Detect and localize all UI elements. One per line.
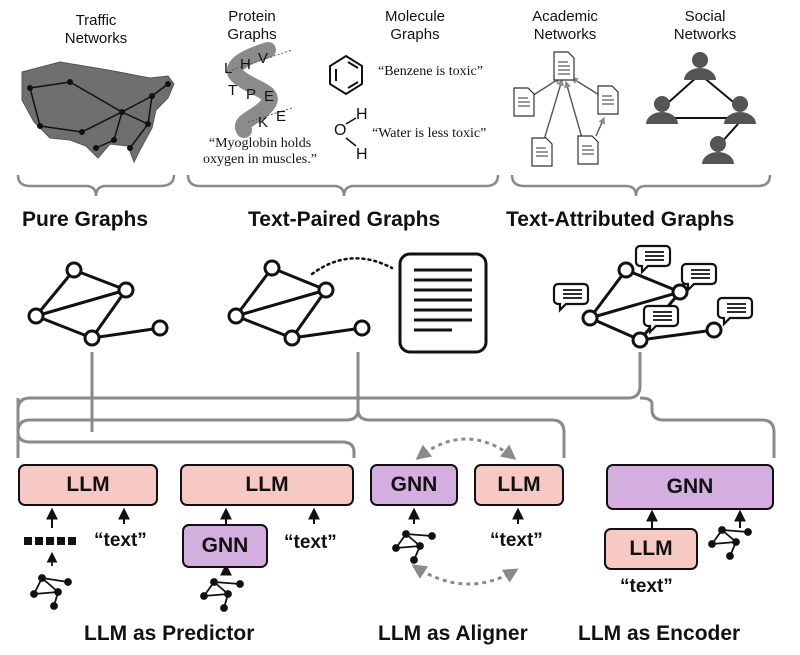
social-networks-label: Social Networks — [673, 8, 737, 43]
aligner-input-arrows — [408, 507, 524, 524]
academic-networks-label: Academic Networks — [532, 8, 598, 43]
llm-as-encoder-title: LLM as Encoder — [578, 622, 741, 645]
aligner-arrows — [411, 437, 519, 586]
protein-residue: H — [240, 56, 251, 73]
pure-graphs-title: Pure Graphs — [22, 208, 149, 231]
water-atom: O — [334, 122, 347, 139]
token-sequence-icon — [24, 537, 76, 545]
aligner-llm-box: LLM — [474, 464, 564, 506]
text-input-label: “text” — [284, 532, 337, 553]
predictor-llm-box: LLM — [18, 464, 158, 506]
pure-graph — [27, 261, 169, 347]
predictor-llm-box-2: LLM — [180, 464, 354, 506]
encoder-arrows — [646, 509, 746, 528]
us-map-icon — [21, 61, 175, 164]
predictor-arrows — [46, 507, 320, 576]
llm-as-aligner-title: LLM as Aligner — [378, 622, 528, 645]
encoder-llm-box: LLM — [604, 528, 698, 570]
small-graph — [708, 526, 752, 560]
llm-as-predictor-title: LLM as Predictor — [84, 622, 255, 645]
benzene-icon — [329, 54, 363, 96]
encoder-gnn-box: GNN — [606, 464, 774, 510]
small-graph — [200, 578, 244, 612]
protein-residue: E — [264, 88, 275, 105]
small-graph — [30, 551, 72, 610]
water-quote: “Water is less toxic” — [372, 126, 487, 141]
text-attributed-graphs-title: Text-Attributed Graphs — [506, 208, 735, 231]
aligner-gnn-box: GNN — [370, 464, 458, 506]
connection-brackets — [16, 352, 776, 458]
category-braces — [16, 174, 772, 197]
text-paired-graph — [227, 257, 394, 347]
protein-residue: T — [228, 82, 238, 99]
protein-residue: E — [276, 108, 287, 125]
predictor-gnn-box: GNN — [182, 524, 268, 568]
protein-residue: P — [246, 86, 257, 103]
molecule-graphs-label: Molecule Graphs — [384, 8, 446, 43]
benzene-quote: “Benzene is toxic” — [378, 64, 483, 79]
myoglobin-quote: “Myoglobin holds oxygen in muscles.” — [203, 136, 317, 167]
water-atom: H — [356, 146, 368, 163]
traffic-networks-label: Traffic Networks — [64, 12, 128, 47]
protein-residue: L — [224, 60, 233, 77]
text-input-label: “text” — [620, 576, 673, 597]
protein-graphs-label: Protein Graphs — [227, 8, 277, 43]
text-input-label: “text” — [490, 530, 543, 551]
text-input-label: “text” — [94, 530, 147, 551]
water-atom: H — [356, 106, 368, 123]
protein-residue: V — [258, 50, 269, 67]
text-paired-graphs-title: Text-Paired Graphs — [248, 208, 441, 231]
text-attributed-graph — [552, 244, 754, 349]
document-icon — [398, 252, 488, 354]
academic-network-icon — [513, 51, 619, 167]
protein-helix-icon — [227, 42, 293, 138]
social-network-icon — [646, 52, 756, 164]
water-icon — [345, 117, 357, 147]
small-graph — [392, 530, 436, 564]
protein-residue: K — [258, 114, 269, 131]
